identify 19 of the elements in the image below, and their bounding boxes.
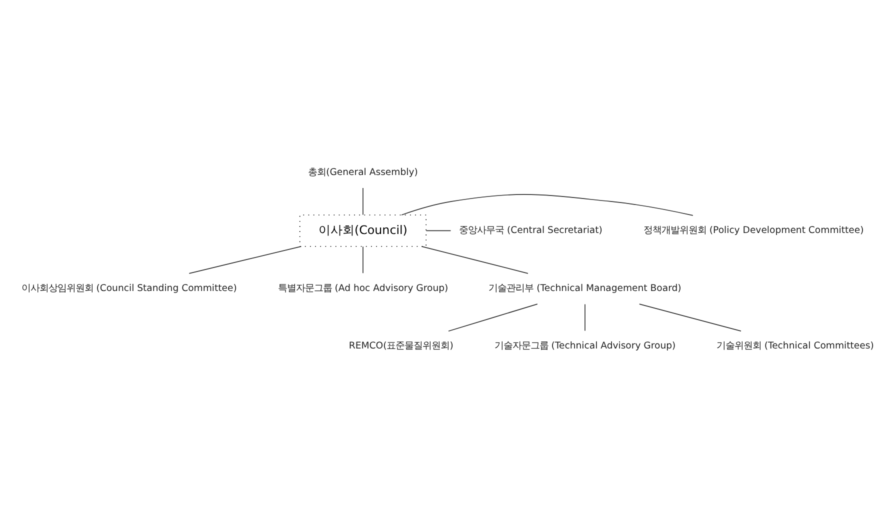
node-box: 이사회(Council) bbox=[299, 214, 427, 247]
node-text: 특별자문그룹 (Ad hoc Advisory Group) bbox=[278, 283, 448, 294]
node-text: REMCO(표준물질위원회) bbox=[348, 340, 454, 352]
connector bbox=[421, 246, 528, 274]
connector bbox=[426, 230, 452, 232]
node-text: 기술관리부 (Technical Management Board) bbox=[488, 283, 682, 294]
node-text: 총회(General Assembly) bbox=[308, 167, 418, 178]
node-text: 기술자문그룹 (Technical Advisory Group) bbox=[494, 340, 676, 352]
node-text: 이사회상임위원회 (Council Standing Committee) bbox=[21, 283, 237, 294]
connector bbox=[401, 194, 694, 216]
connector bbox=[584, 304, 586, 332]
connector bbox=[362, 246, 364, 274]
node-text: 기술위원회 (Technical Committees) bbox=[716, 340, 874, 352]
connector bbox=[188, 246, 302, 274]
connector bbox=[362, 188, 364, 216]
node-text: 정책개발위원회 (Policy Development Committee) bbox=[643, 225, 864, 236]
connector bbox=[448, 304, 538, 332]
node-text: 중앙사무국 (Central Secretariat) bbox=[459, 225, 602, 236]
connector bbox=[638, 304, 742, 332]
